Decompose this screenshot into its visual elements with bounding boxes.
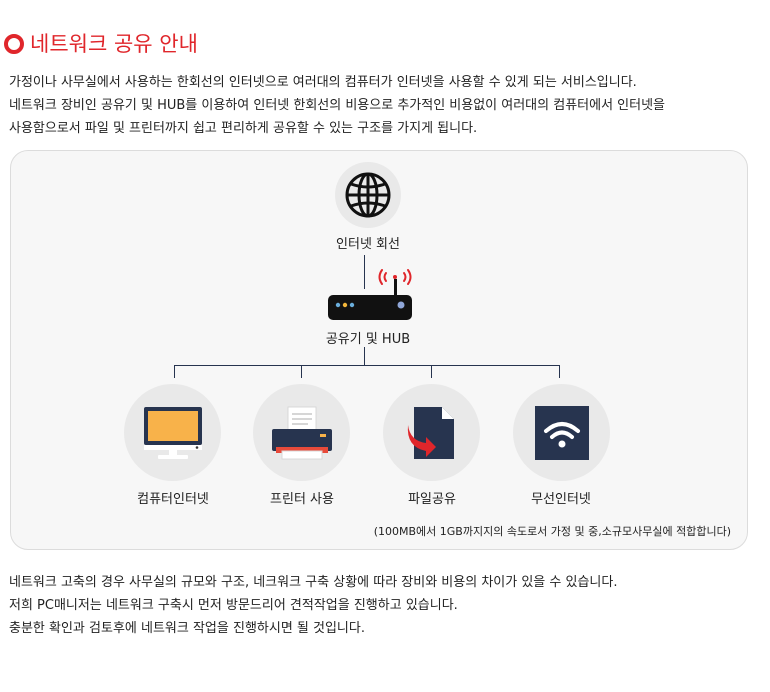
router-icon bbox=[328, 269, 412, 320]
device-label-file: 파일공유 bbox=[408, 492, 456, 507]
ring-bullet-icon bbox=[4, 34, 24, 54]
printer-icon bbox=[271, 406, 332, 459]
connector-router-bus bbox=[364, 347, 365, 365]
connector-drop-printer bbox=[301, 365, 302, 378]
device-label-computer: 컴퓨터인터넷 bbox=[137, 492, 209, 507]
globe-icon bbox=[345, 172, 391, 218]
computer-node bbox=[124, 384, 221, 481]
printer-node bbox=[253, 384, 350, 481]
connector-internet-router bbox=[364, 255, 365, 289]
intro-text: 가정이나 사무실에서 사용하는 한회선의 인터넷으로 여러대의 컴퓨터가 인터넷… bbox=[9, 71, 665, 140]
connector-drop-wifi bbox=[559, 365, 560, 378]
intro-line: 가정이나 사무실에서 사용하는 한회선의 인터넷으로 여러대의 컴퓨터가 인터넷… bbox=[9, 75, 637, 90]
file-share-node bbox=[383, 384, 480, 481]
intro-line: 사용함으로서 파일 및 프린터까지 쉽고 편리하게 공유할 수 있는 구조를 가… bbox=[9, 121, 478, 136]
network-diagram-panel: 인터넷 회선 공유기 및 HUB 컴퓨터인터넷 bbox=[10, 150, 748, 550]
internet-node bbox=[335, 162, 401, 228]
wifi-node bbox=[513, 384, 610, 481]
connector-drop-computer bbox=[174, 365, 175, 378]
page-header: 네트워크 공유 안내 bbox=[4, 30, 198, 58]
outro-line: 네트워크 고축의 경우 사무실의 규모와 구조, 네크워크 구축 상황에 따라 … bbox=[9, 575, 618, 590]
speed-note: (100MB에서 1GB까지지의 속도로서 가정 및 중,소규모사무실에 적합합… bbox=[373, 525, 731, 538]
wifi-icon bbox=[534, 405, 589, 460]
device-label-printer: 프린터 사용 bbox=[270, 492, 334, 507]
intro-line: 네트워크 장비인 공유기 및 HUB를 이용하여 인터넷 한회선의 비용으로 추… bbox=[9, 98, 666, 113]
outro-line: 저희 PC매니저는 네트워크 구축시 먼저 방문드리어 견적작업을 진행하고 있… bbox=[9, 598, 458, 613]
internet-label: 인터넷 회선 bbox=[336, 237, 400, 252]
outro-line: 충분한 확인과 검토후에 네트워크 작업을 진행하시면 될 것입니다. bbox=[9, 621, 365, 636]
connector-bus bbox=[174, 365, 560, 366]
file-share-icon bbox=[407, 406, 454, 459]
connector-drop-file bbox=[431, 365, 432, 378]
device-label-wifi: 무선인터넷 bbox=[531, 492, 591, 507]
outro-text: 네트워크 고축의 경우 사무실의 규모와 구조, 네크워크 구축 상황에 따라 … bbox=[9, 571, 617, 640]
router-label: 공유기 및 HUB bbox=[325, 332, 411, 347]
monitor-icon bbox=[143, 406, 202, 459]
page-title: 네트워크 공유 안내 bbox=[30, 32, 198, 56]
